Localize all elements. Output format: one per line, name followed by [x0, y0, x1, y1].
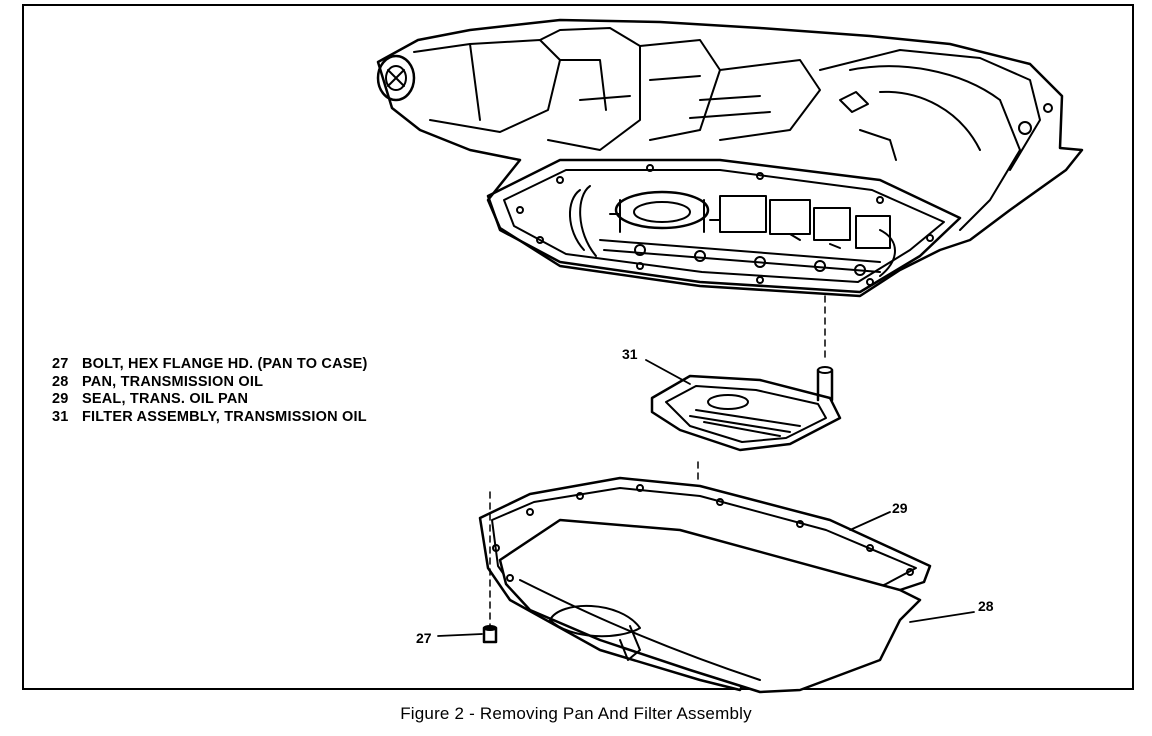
filter-assembly: [650, 295, 842, 452]
callout-27: 27: [416, 630, 432, 646]
legend-item: 27 BOLT, HEX FLANGE HD. (PAN TO CASE): [52, 356, 368, 374]
valve-body: [568, 185, 896, 277]
legend-item: 28 PAN, TRANSMISSION OIL: [52, 374, 368, 392]
legend-item-number: 28: [52, 373, 69, 390]
legend-item-text: PAN, TRANSMISSION OIL: [82, 373, 264, 390]
legend-item-number: 29: [52, 391, 69, 407]
callout-29: 29: [892, 500, 908, 516]
callout-31: 31: [622, 346, 638, 362]
legend-item-number: 27: [52, 356, 69, 372]
callout-28: 28: [978, 598, 994, 614]
legend-item: 29 SEAL, TRANS. OIL PAN: [52, 391, 368, 409]
leader-28: [909, 611, 975, 623]
transmission-case: [376, 18, 1084, 298]
legend-item-text: BOLT, HEX FLANGE HD. (PAN TO CASE): [82, 356, 368, 372]
leader-31: [645, 359, 691, 385]
leader-29: [849, 511, 891, 531]
leader-27: [437, 633, 483, 637]
parts-legend: 27 BOLT, HEX FLANGE HD. (PAN TO CASE) 28 P…: [52, 356, 368, 426]
legend-item-text: SEAL, TRANS. OIL PAN: [82, 391, 249, 407]
pan-bolt: [482, 491, 498, 644]
figure-frame: [22, 4, 1134, 690]
leader-lines: [437, 359, 975, 637]
case-pan-rail: [486, 158, 962, 294]
figure-caption: Figure 2 - Removing Pan And Filter Assem…: [400, 704, 752, 723]
legend-item: 31 FILTER ASSEMBLY, TRANSMISSION OIL: [52, 409, 368, 427]
legend-item-text: FILTER ASSEMBLY, TRANSMISSION OIL: [82, 408, 367, 425]
oil-pan: [478, 461, 932, 694]
legend-item-number: 31: [52, 408, 69, 425]
